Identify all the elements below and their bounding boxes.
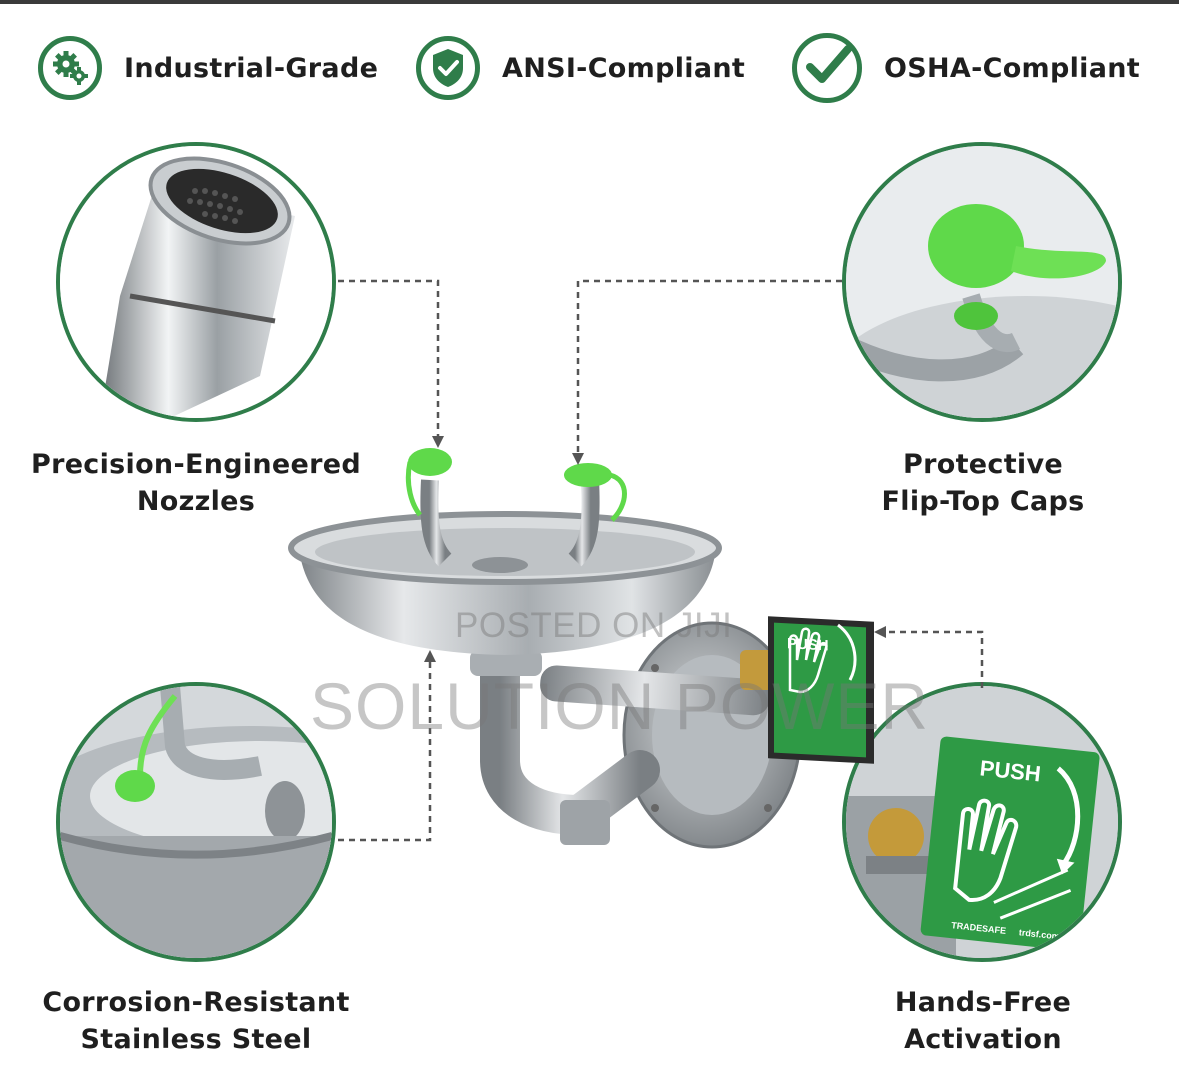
flip-top-cap-closeup-image	[842, 142, 1122, 422]
push-plate-closeup-image: PUSH TRADESAFE trdsf.com	[842, 682, 1122, 962]
stainless-steel-basin-closeup-image	[56, 682, 336, 962]
caption-line: Flip-Top Caps	[881, 486, 1085, 517]
gears-icon	[38, 36, 102, 100]
caption-steel: Corrosion-Resistant Stainless Steel	[20, 984, 372, 1058]
checkmark-icon	[792, 33, 862, 103]
badge-osha-compliant: OSHA-Compliant	[792, 30, 1140, 106]
caption-caps: Protective Flip-Top Caps	[808, 446, 1158, 520]
badge-label: ANSI-Compliant	[502, 52, 746, 84]
caption-nozzles: Precision-Engineered Nozzles	[20, 446, 372, 520]
badge-ansi-compliant: ANSI-Compliant	[416, 30, 745, 106]
caption-line: Precision-Engineered	[30, 449, 362, 480]
caption-line: Hands-Free	[894, 987, 1072, 1018]
badge-industrial-grade: Industrial-Grade	[38, 30, 378, 106]
caption-line: Corrosion-Resistant	[42, 987, 350, 1018]
watermark-posted-on: POSTED ON JIJI	[455, 606, 733, 645]
caption-line: Activation	[904, 1024, 1062, 1055]
caption-line: Protective	[903, 449, 1063, 480]
top-border	[0, 0, 1179, 4]
push-sign: PUSH	[768, 616, 874, 764]
watermark-seller: SOLUTION POWER	[310, 669, 930, 743]
caption-line: Nozzles	[136, 486, 256, 517]
caption-activation: Hands-Free Activation	[808, 984, 1158, 1058]
badge-label: Industrial-Grade	[124, 52, 379, 84]
shield-check-icon	[416, 36, 480, 100]
nozzle-closeup-image	[56, 142, 336, 422]
badge-label: OSHA-Compliant	[884, 52, 1140, 84]
caption-line: Stainless Steel	[80, 1024, 312, 1055]
push-plate-site: trdsf.com	[1018, 927, 1060, 941]
